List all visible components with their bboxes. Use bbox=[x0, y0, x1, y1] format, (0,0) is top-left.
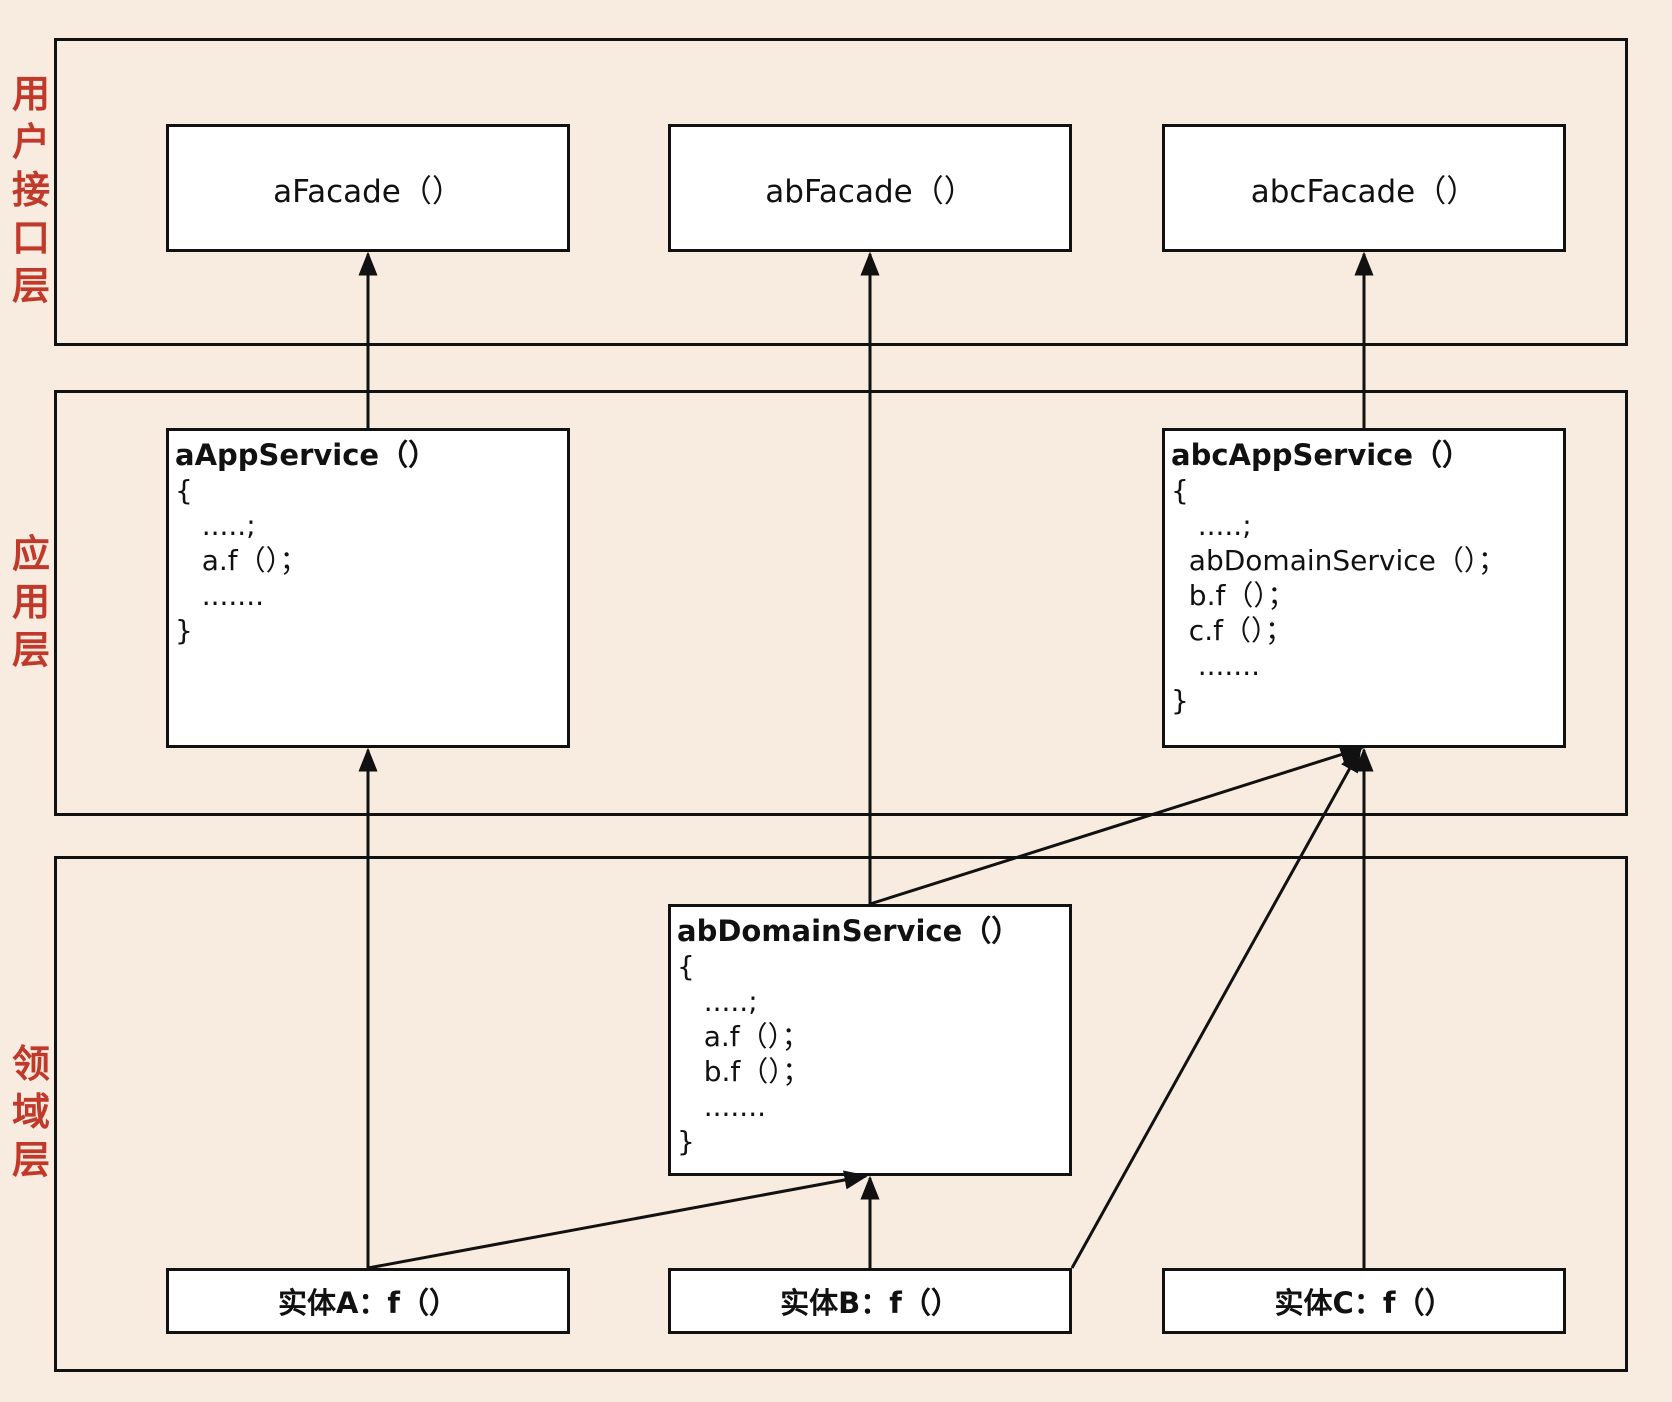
afacade-box: aFacade（） bbox=[166, 124, 570, 252]
code-line: a.f（）； bbox=[175, 544, 308, 577]
entity-a-box: 实体A：f（） bbox=[166, 1268, 570, 1334]
code-line: b.f（）； bbox=[1171, 579, 1296, 612]
afacade-label: aFacade（） bbox=[273, 173, 463, 210]
abdomainservice-box: abDomainService（） { .....; a.f（）； b.f（）；… bbox=[668, 904, 1072, 1176]
label-char: 用 bbox=[11, 72, 50, 116]
abfacade-label: abFacade（） bbox=[765, 173, 975, 210]
label-char: 层 bbox=[11, 1138, 50, 1182]
code-line: .....; bbox=[175, 509, 256, 542]
entity-b-label: 实体B：f（） bbox=[780, 1286, 960, 1320]
code-line: ....... bbox=[677, 1090, 767, 1123]
arrow-abdomainservice-to-abcappservice bbox=[869, 745, 1365, 906]
code-line: { bbox=[677, 950, 695, 983]
label-char: 接 bbox=[11, 168, 50, 212]
abcfacade-label: abcFacade（） bbox=[1250, 173, 1478, 210]
label-char: 层 bbox=[11, 628, 50, 672]
label-char: 应 bbox=[11, 532, 50, 576]
code-line: abDomainService（）； bbox=[1171, 544, 1506, 577]
abdomainservice-title: abDomainService（） bbox=[677, 914, 1021, 948]
code-line: { bbox=[1171, 474, 1189, 507]
user-interface-layer bbox=[54, 38, 1628, 346]
label-char: 用 bbox=[11, 580, 50, 624]
abcappservice-box: abcAppService（） { .....; abDomainService… bbox=[1162, 428, 1566, 748]
aappservice-title: aAppService（） bbox=[175, 438, 438, 472]
entity-c-label: 实体C：f（） bbox=[1274, 1286, 1454, 1320]
user-interface-layer-label: 用 户 接 口 层 bbox=[6, 70, 56, 310]
aappservice-box: aAppService（） { .....; a.f（）； ....... } bbox=[166, 428, 570, 748]
code-line: .....; bbox=[677, 985, 758, 1018]
code-line: ....... bbox=[175, 579, 265, 612]
label-char: 域 bbox=[11, 1090, 50, 1134]
code-line: } bbox=[677, 1125, 695, 1158]
code-line: a.f（）； bbox=[677, 1020, 810, 1053]
code-line: } bbox=[175, 614, 193, 647]
arrow-entity-b-to-abcappservice bbox=[1070, 747, 1362, 1269]
label-char: 户 bbox=[11, 120, 50, 164]
entity-b-box: 实体B：f（） bbox=[668, 1268, 1072, 1334]
code-line: c.f（）； bbox=[1171, 614, 1293, 647]
label-char: 口 bbox=[11, 216, 50, 260]
domain-layer bbox=[54, 856, 1628, 1372]
domain-layer-label: 领 域 层 bbox=[6, 1040, 56, 1184]
code-line: b.f（）； bbox=[677, 1055, 811, 1088]
application-layer bbox=[54, 390, 1628, 816]
code-line: } bbox=[1171, 684, 1189, 717]
label-char: 层 bbox=[11, 264, 50, 308]
abfacade-box: abFacade（） bbox=[668, 124, 1072, 252]
abcfacade-box: abcFacade（） bbox=[1162, 124, 1566, 252]
abcappservice-title: abcAppService（） bbox=[1171, 438, 1472, 472]
entity-c-box: 实体C：f（） bbox=[1162, 1268, 1566, 1334]
label-char: 领 bbox=[11, 1042, 50, 1086]
code-line: .....; bbox=[1171, 509, 1252, 542]
code-line: { bbox=[175, 474, 193, 507]
application-layer-label: 应 用 层 bbox=[6, 530, 56, 674]
arrow-entity-a-to-abdomainservice bbox=[367, 1170, 869, 1270]
entity-a-label: 实体A：f（） bbox=[277, 1286, 459, 1320]
code-line: ....... bbox=[1171, 649, 1261, 682]
